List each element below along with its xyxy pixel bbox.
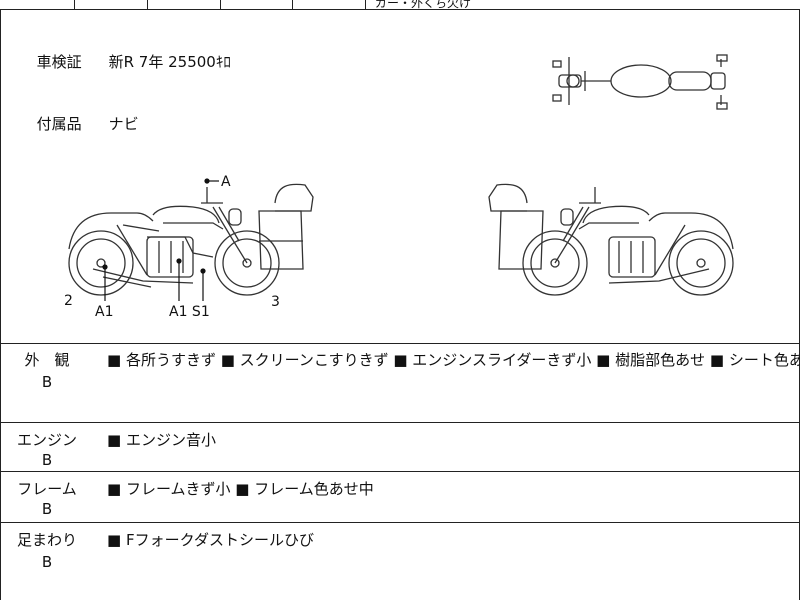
top-strip-fragment: ガー・外くち欠け — [375, 0, 472, 10]
right-side-bike-icon — [488, 183, 734, 296]
condition-text: ■ フレームきず小 ■ フレーム色あせ中 — [107, 480, 374, 498]
top-strip-divider — [220, 0, 221, 9]
damage-mark-3: 3 — [271, 294, 280, 310]
condition-text: ■ 各所うすきず ■ スクリーンこすりきず ■ エンジンスライダーきず小 ■ 樹… — [107, 351, 800, 369]
condition-row-engine: エンジン B ■ エンジン音小 — [0, 423, 800, 472]
condition-grade: B — [41, 451, 53, 469]
condition-row-exterior: 外 観 B ■ 各所うすきず ■ スクリーンこすりきず ■ エンジンスライダーき… — [0, 343, 800, 423]
damage-mark-2: 2 — [64, 293, 73, 309]
top-strip-divider — [74, 0, 75, 9]
condition-text: ■ Fフォークダストシールひび — [107, 531, 314, 549]
condition-grade: B — [41, 553, 53, 571]
condition-grade: B — [41, 500, 53, 518]
inspection-value: 新R 7年 25500ｷﾛ — [108, 53, 231, 71]
top-strip-divider — [365, 0, 366, 9]
top-view-bike-icon — [552, 54, 728, 110]
top-strip-divider — [292, 0, 293, 9]
accessories-label: 付属品 — [36, 115, 82, 133]
condition-row-suspension: 足まわり B ■ Fフォークダストシールひび — [0, 523, 800, 600]
accessories-value: ナビ — [108, 115, 139, 133]
top-strip-divider — [147, 0, 148, 9]
damage-mark-a: A — [221, 174, 231, 190]
condition-text: ■ エンジン音小 — [107, 431, 216, 449]
condition-label: フレーム — [17, 480, 77, 498]
top-table-strip: ガー・外くち欠け — [0, 0, 800, 10]
condition-grade: B — [41, 373, 53, 391]
inspection-info: 車検証 新R 7年 25500ｷﾛ — [8, 33, 231, 90]
diagram-area: 車検証 新R 7年 25500ｷﾛ 付属品 ナビ — [0, 9, 800, 344]
condition-row-frame: フレーム B ■ フレームきず小 ■ フレーム色あせ中 — [0, 472, 800, 523]
accessories-info: 付属品 ナビ — [8, 95, 139, 152]
damage-mark-a1-s1: A1 S1 — [169, 304, 210, 320]
condition-label: 外 観 — [24, 351, 70, 369]
damage-mark-a1-left: A1 — [95, 304, 114, 320]
condition-label: 足まわり — [16, 531, 77, 549]
condition-label: エンジン — [16, 431, 77, 449]
left-side-bike-icon — [68, 183, 314, 296]
inspection-label: 車検証 — [36, 53, 82, 71]
damage-marker-lines — [102, 178, 219, 301]
